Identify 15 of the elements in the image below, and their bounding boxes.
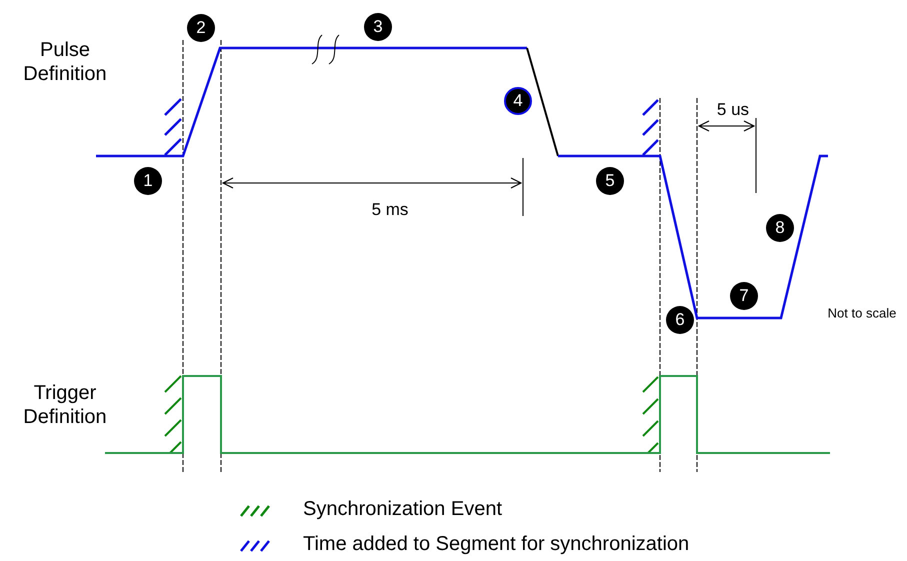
legend-text: Synchronization Event (303, 498, 502, 521)
dimension-label: 5 us (716, 100, 750, 120)
callout-number: 6 (666, 306, 694, 334)
legend-text: Time added to Segment for synchronization (303, 533, 690, 556)
dimension-label: 5 ms (372, 200, 408, 220)
callout-number: 4 (504, 87, 532, 115)
row-label: Trigger Definition (22, 381, 108, 429)
row-label: Pulse Definition (22, 38, 108, 86)
callout-number: 3 (364, 13, 392, 41)
callout-number: 7 (730, 282, 758, 310)
callout-number: 8 (766, 214, 794, 242)
note-text: Not to scale (828, 306, 896, 320)
callout-number: 2 (187, 14, 215, 42)
callout-number: 1 (134, 167, 162, 195)
callout-number: 5 (596, 167, 624, 195)
